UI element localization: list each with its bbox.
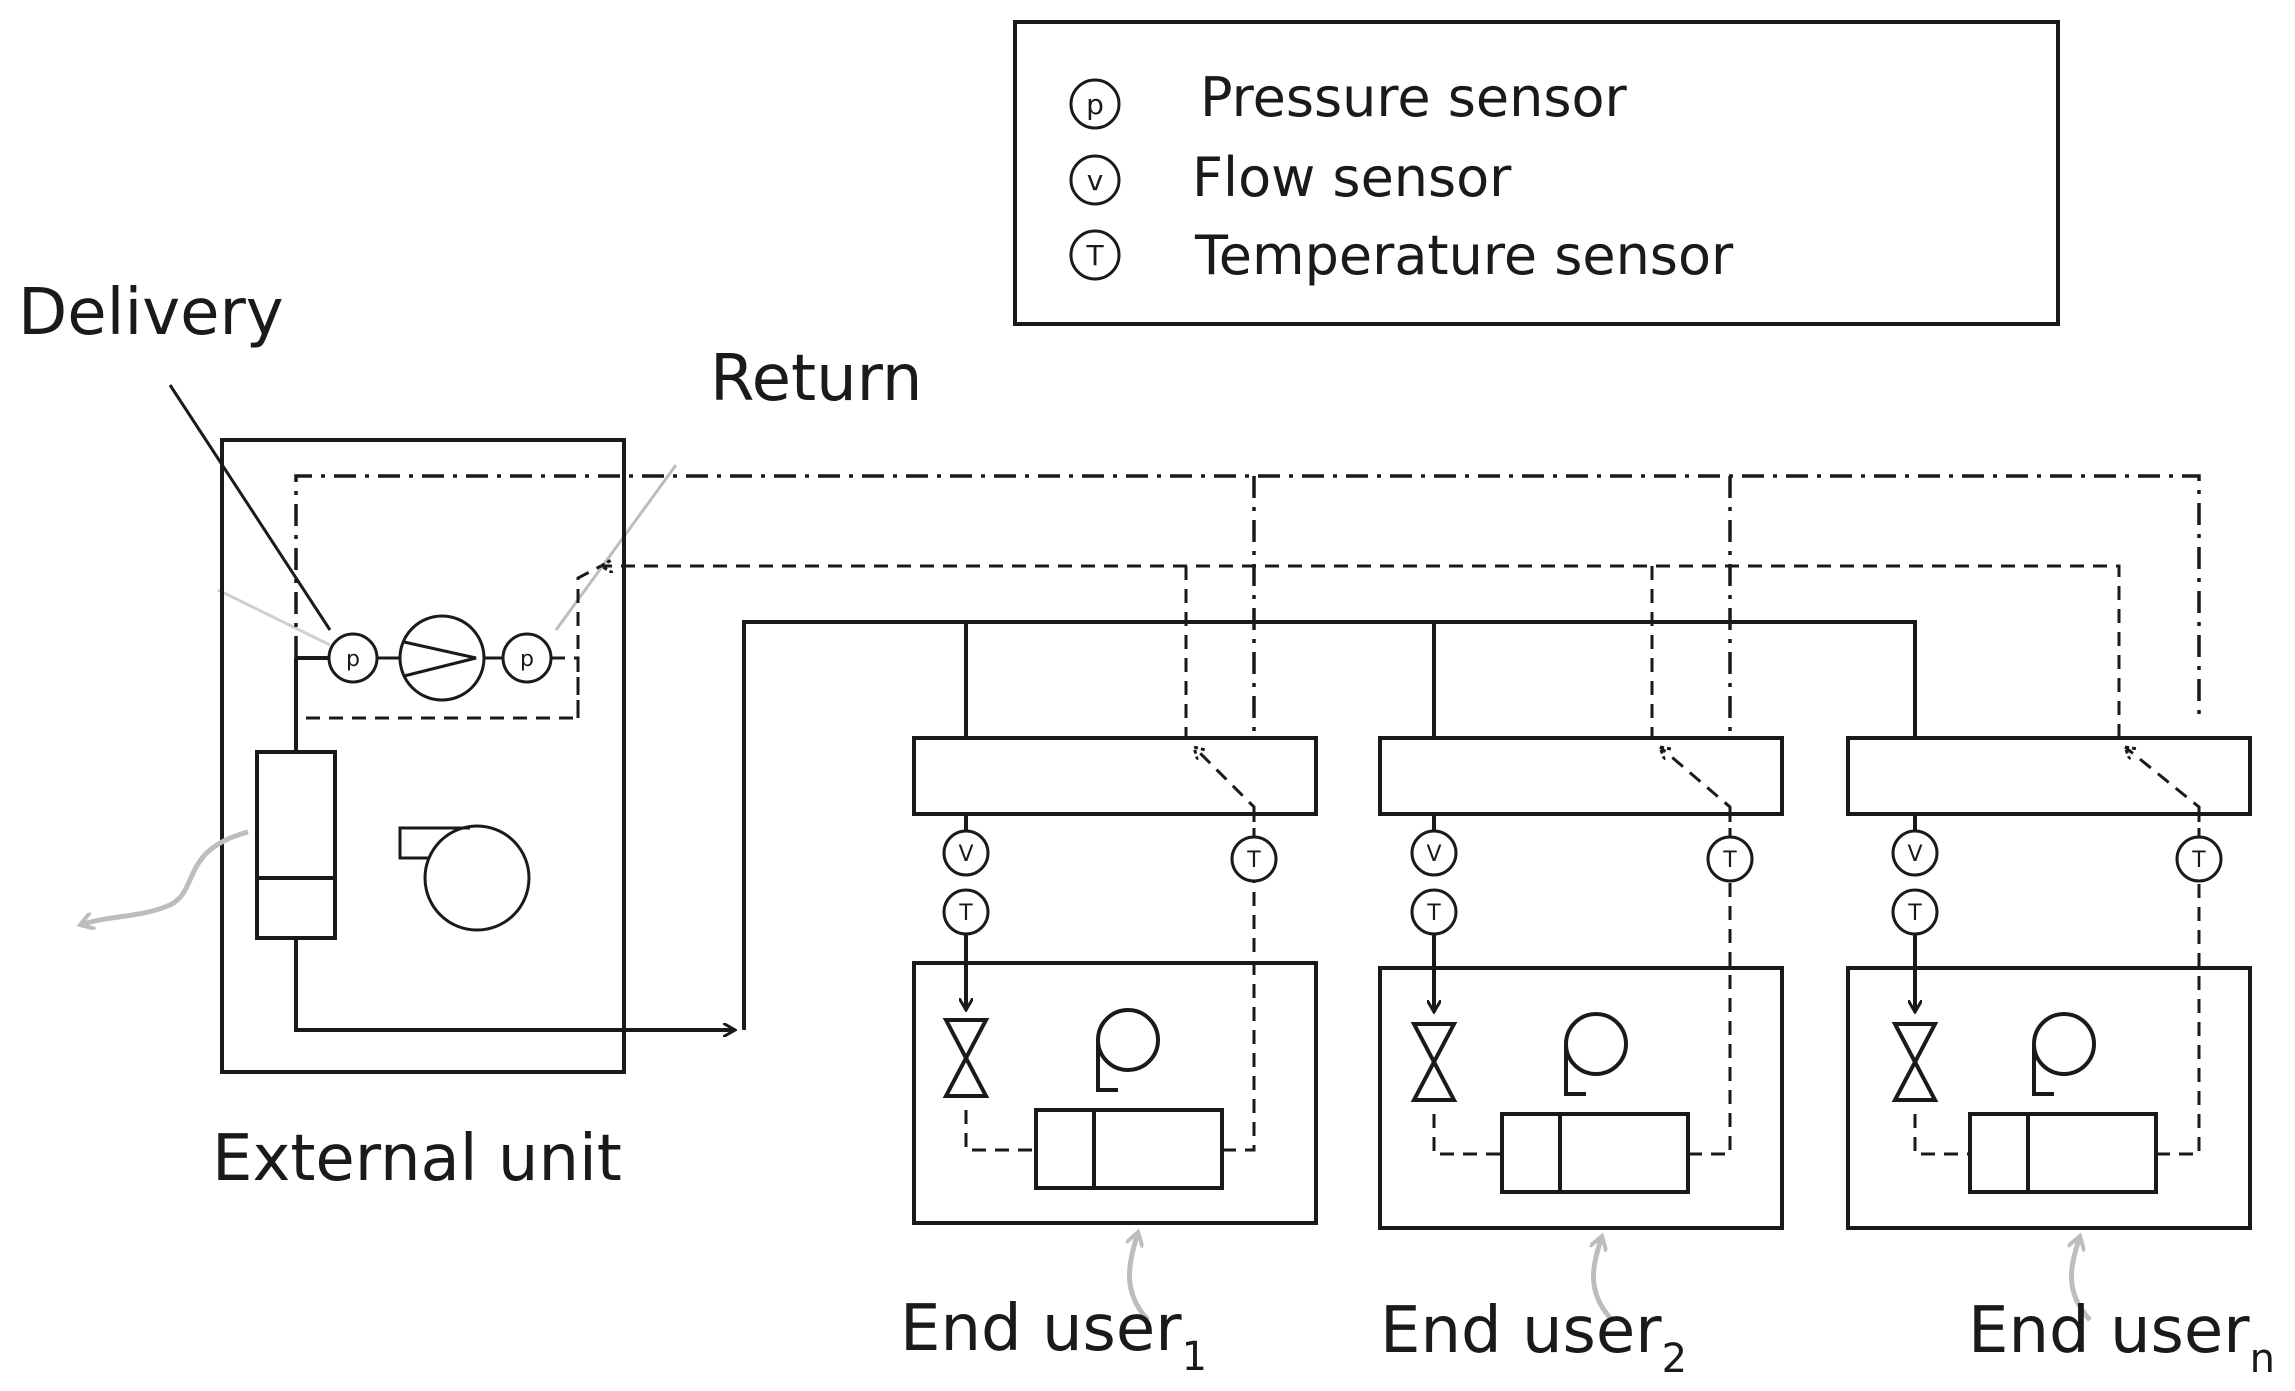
external-unit-label: External unit — [212, 1122, 622, 1196]
fan-coil-n-fan-icon — [2032, 1012, 2096, 1096]
valve-n — [1891, 1022, 1939, 1067]
pressure-sensor-icon — [1069, 78, 1121, 130]
exhaust-arrow — [80, 829, 249, 925]
end-user-2: V T T End user2 — [1378, 736, 1784, 1382]
manifold-1 — [912, 736, 1318, 816]
legend-symbol-temperature: T — [1085, 239, 1104, 272]
signal-line — [294, 474, 2201, 738]
legend-box — [1013, 20, 2060, 326]
return-pipe — [576, 566, 2121, 738]
flow-sensor-n-symbol: V — [1907, 842, 1922, 867]
heat-exchanger — [255, 750, 337, 940]
fan-coil-2 — [1500, 1112, 1690, 1194]
flow-sensor-1 — [942, 829, 990, 877]
manifold-2 — [1378, 736, 1784, 816]
flow-sensor-1-symbol: V — [958, 842, 973, 867]
delivery-label: Delivery — [18, 276, 284, 350]
fan-coil-2-fan-icon — [1564, 1012, 1628, 1096]
end-user-1: V T T End user1 — [900, 736, 1318, 1380]
manifold-n — [1846, 736, 2252, 816]
flow-sensor-icon — [1069, 154, 1121, 206]
delivery-leader-grey — [217, 588, 331, 647]
legend-label-flow: Flow sensor — [1192, 146, 1512, 209]
return-leader-line — [554, 464, 678, 631]
end-user-2-label: End user2 — [1380, 1294, 1687, 1382]
end-user-2-label-text: End user — [1380, 1294, 1662, 1368]
fan-coil-1-fan-icon — [1096, 1008, 1160, 1092]
external-unit-box — [220, 438, 626, 1074]
temperature-sensor-return-n — [2175, 835, 2223, 883]
legend-item-pressure: p Pressure sensor — [1069, 66, 1627, 130]
legend-label-pressure: Pressure sensor — [1200, 66, 1627, 129]
return-label: Return — [710, 342, 922, 416]
flow-sensor-n — [1891, 829, 1939, 877]
temperature-sensor-supply-1-symbol: T — [958, 901, 973, 926]
terminal-unit-1 — [912, 961, 1318, 1225]
legend: p Pressure sensor v Flow sensor T Temper… — [1013, 20, 2060, 326]
end-user-n-subscript: n — [2250, 1336, 2275, 1382]
fan-coil-1 — [1034, 1108, 1224, 1190]
valve-1 — [942, 1018, 990, 1063]
temperature-sensor-return-2 — [1706, 835, 1754, 883]
pressure-sensor-delivery — [327, 632, 379, 684]
temperature-sensor-return-2-symbol: T — [1722, 848, 1737, 873]
legend-symbol-pressure: p — [1086, 88, 1104, 121]
legend-item-flow: v Flow sensor — [1069, 146, 1512, 209]
end-user-1-subscript: 1 — [1182, 1334, 1207, 1380]
terminal-unit-n — [1846, 966, 2252, 1230]
temperature-sensor-icon — [1069, 229, 1121, 281]
temperature-sensor-supply-2-symbol: T — [1426, 901, 1441, 926]
legend-symbol-flow: v — [1087, 164, 1104, 197]
fan-coil-n — [1968, 1112, 2158, 1194]
legend-item-temperature: T Temperature sensor — [1069, 224, 1734, 287]
end-user-n: V T T End usern — [1846, 736, 2275, 1382]
end-user-2-subscript: 2 — [1662, 1336, 1687, 1382]
fan-icon — [398, 824, 531, 932]
end-user-n-label-text: End user — [1968, 1294, 2250, 1368]
temperature-sensor-return-1-symbol: T — [1246, 848, 1261, 873]
supply-pipe — [294, 620, 1917, 1030]
flow-sensor-2 — [1410, 829, 1458, 877]
temperature-sensor-return-n-symbol: T — [2191, 848, 2206, 873]
end-user-1-label-text: End user — [900, 1292, 1182, 1366]
flow-sensor-2-symbol: V — [1426, 842, 1441, 867]
temperature-sensor-supply-n-symbol: T — [1907, 901, 1922, 926]
end-user-1-label: End user1 — [900, 1292, 1207, 1380]
terminal-unit-2 — [1378, 966, 1784, 1230]
legend-label-temperature: Temperature sensor — [1194, 224, 1734, 287]
end-user-n-label: End usern — [1968, 1294, 2275, 1382]
delivery-leader-line — [168, 384, 332, 631]
external-unit: p p — [80, 438, 626, 1074]
pressure-sensor-delivery-symbol: p — [346, 647, 360, 672]
pressure-sensor-return-symbol: p — [520, 647, 534, 672]
valve-2 — [1410, 1022, 1458, 1067]
